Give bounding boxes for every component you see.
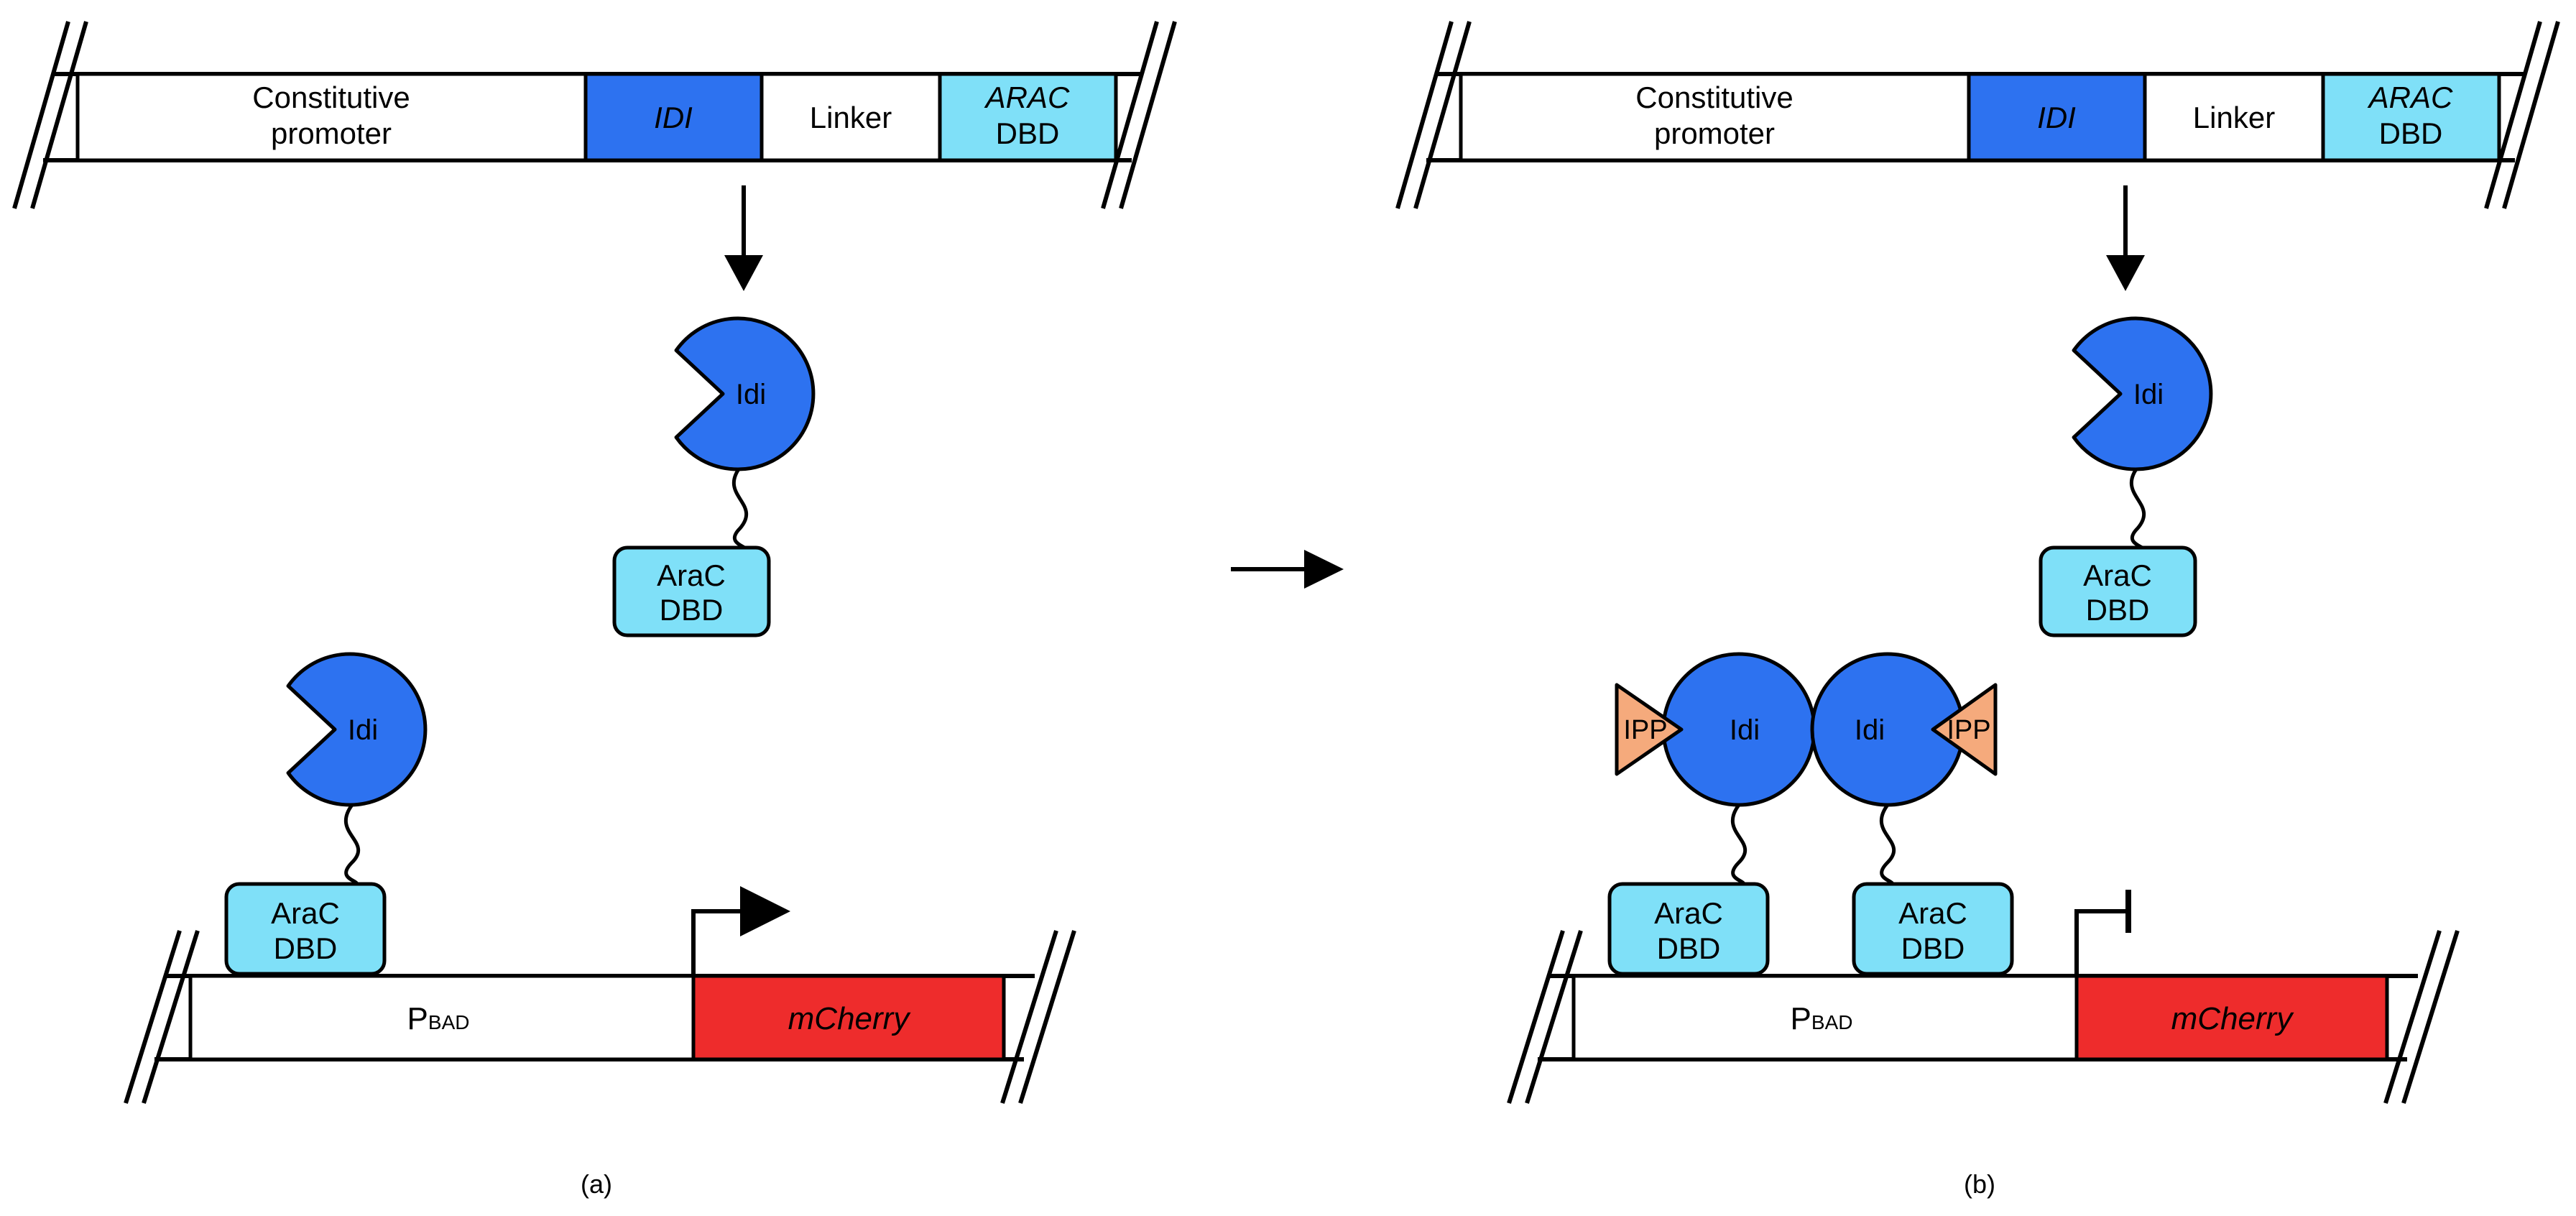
promoter-label-line2: promoter [271, 116, 392, 150]
linker-label: Linker [810, 101, 892, 134]
linker-segment [2143, 72, 2325, 162]
promoter-label-line2: promoter [1654, 116, 1775, 150]
break-mark-left-1 [1395, 21, 1454, 209]
break-mark-right-2 [2401, 930, 2460, 1104]
ipp-bound-dimer-right: IPP Idi AraC DBD [1810, 652, 2014, 976]
bottom-construct: PBAD mCherry [124, 886, 1076, 1104]
promoter-label-line1: Constitutive [252, 80, 410, 114]
break-mark-left-1 [12, 21, 70, 209]
mcherry-gene-segment [691, 974, 1006, 1061]
dbd-label-line2: DBD [2086, 593, 2150, 627]
panel-b: Constitutive promoter IDI Linker ARAC DB… [1395, 21, 2560, 1199]
idi-gene-segment [1967, 72, 2147, 162]
dbd-label-line1: AraC [1898, 896, 1967, 930]
dbd-label-line2: DBD [660, 593, 724, 627]
break-mark-right-1 [2484, 21, 2542, 209]
idi-protein-label: Idi [1730, 714, 1760, 746]
idi-protein-label: Idi [736, 379, 766, 410]
break-mark-right-2 [1018, 930, 1076, 1104]
pbad-promoter-segment [188, 974, 696, 1061]
ipp-bound-dimer-left: IPP Idi AraC DBD [1607, 652, 1816, 976]
idi-gene-label: IDI [2037, 101, 2076, 134]
mcherry-label: mCherry [788, 1001, 912, 1036]
promoter-label-line1: Constitutive [1635, 80, 1793, 114]
caption-a: (a) [581, 1169, 612, 1199]
break-mark-right-2 [2502, 21, 2560, 209]
break-mark-left-2 [142, 930, 200, 1104]
break-mark-left-2 [30, 21, 88, 209]
idi-gene-label: IDI [654, 101, 693, 134]
idi-protein-label: Idi [2133, 379, 2164, 410]
linker-label: Linker [2193, 101, 2275, 134]
transcription-start-arrow-icon [691, 886, 790, 976]
idi-protein-label: Idi [1855, 714, 1885, 746]
free-fusion-protein: Idi AraC DBD [2039, 318, 2211, 637]
dbd-label-line2: DBD [274, 931, 338, 965]
top-construct: Constitutive promoter IDI Linker ARAC DB… [12, 21, 1177, 209]
arac-dbd-domain [612, 545, 771, 637]
mcherry-label: mCherry [2171, 1001, 2295, 1036]
bound-fusion-protein: Idi AraC DBD [224, 654, 425, 976]
dbd-label-line2: DBD [1901, 931, 1965, 965]
panel-a: Constitutive promoter IDI Linker ARAC DB… [12, 21, 1177, 1199]
arac-gene-label: ARAC [984, 80, 1070, 114]
linker-tether [1879, 803, 1896, 888]
break-mark-left-1 [1507, 930, 1565, 1104]
idi-protein-label: Idi [348, 714, 378, 746]
break-mark-right-1 [1101, 21, 1159, 209]
arac-dbd-gene-label: DBD [996, 116, 1060, 150]
linker-tether [343, 803, 361, 888]
pbad-label: PBAD [407, 1001, 470, 1036]
top-construct: Constitutive promoter IDI Linker ARAC DB… [1395, 21, 2560, 209]
break-mark-left-2 [1525, 930, 1583, 1104]
linker-tether [2129, 466, 2148, 555]
ipp-triangle-icon [1931, 683, 1998, 776]
right-arrow-icon [1231, 550, 1344, 589]
arac-dbd-gene-segment [938, 72, 1118, 162]
break-mark-right-1 [2383, 930, 2442, 1104]
dbd-label-line1: AraC [657, 558, 726, 592]
dbd-label-line1: AraC [1654, 896, 1723, 930]
caption-b: (b) [1964, 1169, 1995, 1199]
dbd-label-line2: DBD [1657, 931, 1721, 965]
bottom-construct: PBAD mCherry [1507, 890, 2460, 1104]
constitutive-promoter-segment [75, 72, 588, 162]
linker-tether [1730, 803, 1748, 888]
expression-arrow [2106, 185, 2145, 291]
linker-tether [731, 466, 750, 555]
break-mark-left-2 [1413, 21, 1472, 209]
mcherry-gene-segment [2074, 974, 2389, 1061]
pbad-promoter-segment [1571, 974, 2079, 1061]
constitutive-promoter-segment [1459, 72, 1971, 162]
dbd-label-line1: AraC [271, 896, 340, 930]
pbad-label: PBAD [1791, 1001, 1853, 1036]
expression-arrow [724, 185, 763, 291]
break-mark-left-1 [124, 930, 182, 1104]
blocked-transcription-icon [2074, 890, 2131, 976]
ipp-label: IPP [1947, 715, 1990, 745]
arac-dbd-domain [2039, 545, 2197, 637]
arac-dbd-gene-segment [2321, 72, 2501, 162]
ipp-triangle-icon [1615, 683, 1684, 776]
free-fusion-protein: Idi AraC DBD [612, 318, 813, 637]
arac-gene-label: ARAC [2367, 80, 2453, 114]
arac-dbd-gene-label: DBD [2379, 116, 2443, 150]
dbd-label-line1: AraC [2083, 558, 2152, 592]
break-mark-right-2 [1119, 21, 1177, 209]
ipp-label: IPP [1623, 715, 1667, 745]
break-mark-right-1 [1000, 930, 1058, 1104]
